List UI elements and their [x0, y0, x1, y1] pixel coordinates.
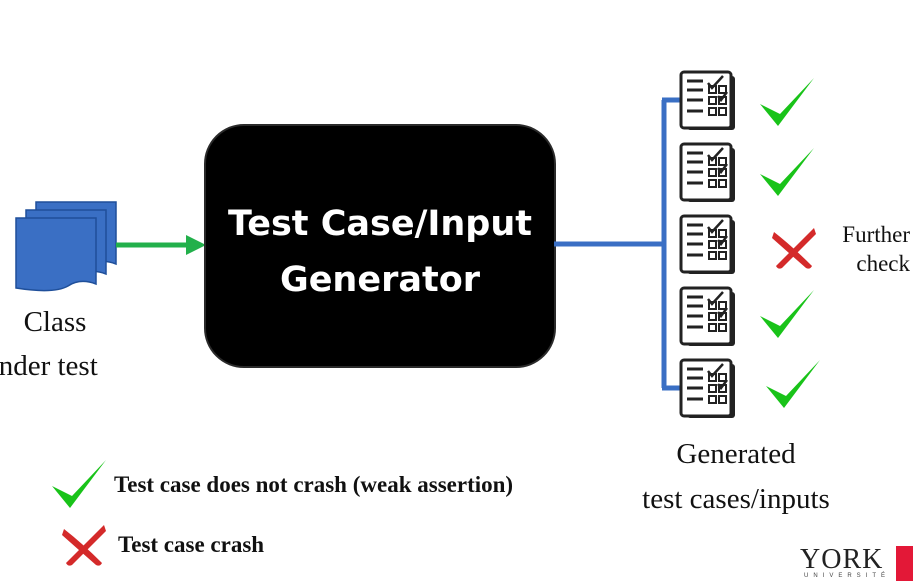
class-label-line1: Class	[23, 306, 87, 338]
test-case-clipboard-icon	[679, 358, 737, 420]
test-case-clipboard-icon	[679, 286, 737, 348]
legend-cross-icon	[62, 525, 106, 566]
test-case-clipboard-icon	[679, 70, 737, 132]
further-check-note: Further check	[820, 220, 910, 278]
input-arrow	[116, 235, 206, 255]
york-logo-word: YORK	[800, 544, 884, 575]
check-icon	[766, 360, 820, 408]
check-icon	[760, 78, 814, 126]
york-logo-subtitle: UNIVERSITÉ	[804, 573, 891, 579]
class-document-stack-icon	[15, 201, 117, 292]
class-label-line2: under test	[0, 350, 98, 382]
generator-box	[204, 124, 556, 368]
check-icon	[760, 290, 814, 338]
york-logo-bar	[896, 546, 913, 581]
check-icon	[760, 148, 814, 196]
legend-check-icon	[52, 460, 106, 508]
generated-label-line2: test cases/inputs	[642, 483, 830, 515]
generated-label: Generated test cases/inputs	[608, 432, 864, 522]
test-case-clipboard-icon	[679, 214, 737, 276]
legend-pass-text: Test case does not crash (weak assertion…	[114, 472, 514, 497]
generator-title-line1: Test Case/Input	[227, 204, 532, 244]
legend-fail-text: Test case crash	[118, 532, 265, 557]
further-check-line1: Further	[842, 222, 910, 247]
class-under-test-label: Class under test	[0, 300, 110, 388]
further-check-line2: check	[856, 251, 910, 276]
generator-title: Test Case/Input Generator	[204, 196, 556, 308]
cross-icon	[772, 228, 816, 269]
generated-label-line1: Generated	[676, 438, 796, 470]
generator-title-line2: Generator	[279, 260, 481, 300]
test-case-clipboard-icon	[679, 142, 737, 204]
output-connector	[554, 97, 684, 391]
